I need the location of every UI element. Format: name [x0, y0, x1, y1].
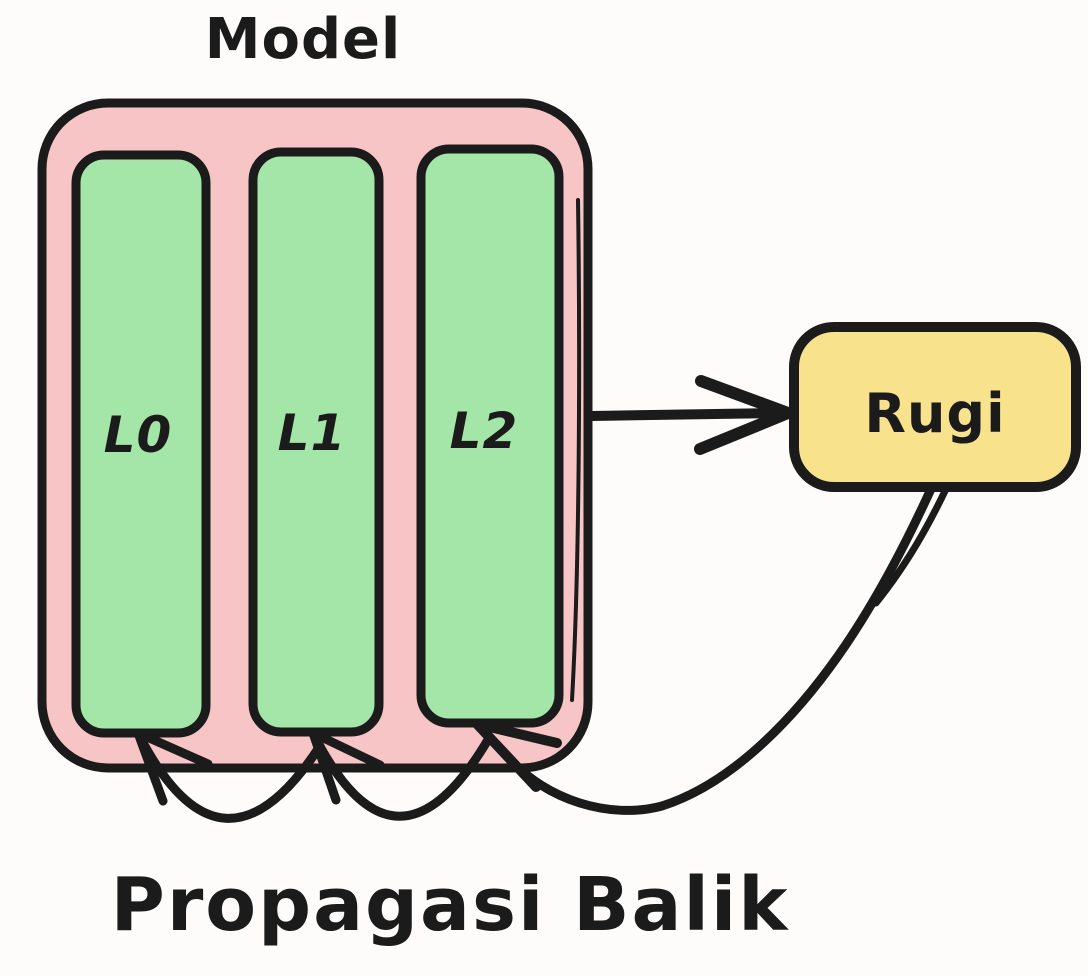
feedback-arrow-icon	[472, 484, 949, 815]
model-title: Model	[205, 7, 401, 72]
forward-arrowhead-icon	[694, 375, 794, 455]
backprop-arc-l2-l1-icon	[308, 728, 494, 821]
backprop-arc-l1-l0-curve	[134, 730, 325, 823]
backprop-arrowhead-l0-icon	[133, 728, 213, 806]
backprop-arrowhead-l1-icon	[308, 728, 385, 805]
forward-arrow-icon	[587, 375, 794, 455]
layer-label-l2: L2	[450, 402, 519, 460]
forward-arrow-shaft	[587, 408, 784, 421]
feedback-arrow-double-line	[872, 487, 949, 607]
diagram-caption: Propagasi Balik	[111, 862, 790, 948]
layer-label-l1: L1	[278, 404, 347, 462]
model-box-inner-edge	[570, 198, 582, 702]
feedback-arrowhead-icon	[472, 719, 562, 792]
backprop-arc-l2-l1-curve	[309, 730, 494, 821]
loss-label: Rugi	[864, 382, 1005, 445]
layer-label-l0: L0	[104, 406, 173, 464]
backprop-arc-l1-l0-icon	[133, 728, 325, 823]
